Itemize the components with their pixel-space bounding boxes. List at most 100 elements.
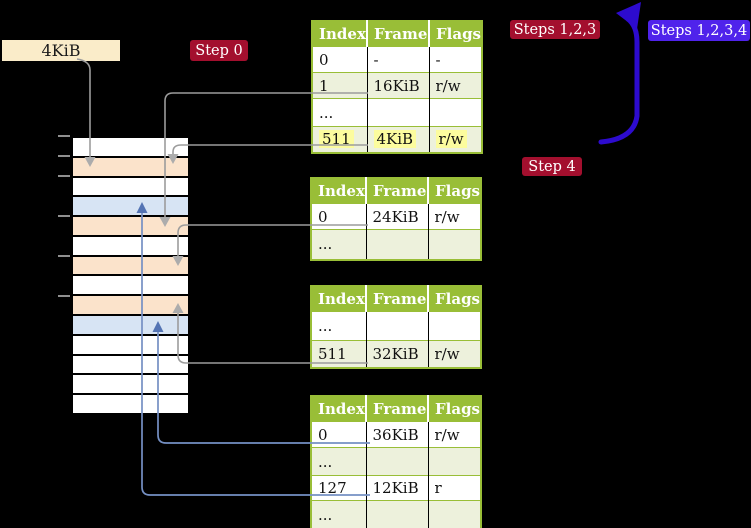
table-row: ... bbox=[312, 98, 482, 127]
highlighted-value: r/w bbox=[435, 130, 467, 149]
col-header-flags: Flags bbox=[427, 396, 481, 422]
table-row: 1 16KiB r/w bbox=[312, 72, 482, 99]
cell-index: 511 bbox=[311, 340, 366, 368]
col-header-index: Index bbox=[312, 21, 367, 47]
table-row: 0 24KiB r/w bbox=[311, 203, 481, 230]
cell-frame bbox=[365, 311, 428, 341]
table-row-highlighted: 511 4KiB r/w bbox=[312, 126, 482, 153]
col-header-index: Index bbox=[311, 396, 366, 422]
cell-flags: r/w bbox=[427, 340, 481, 368]
table-row: 0 36KiB r/w bbox=[311, 421, 481, 448]
cell-index: ... bbox=[311, 500, 366, 528]
table-row: ... bbox=[311, 447, 481, 476]
recursive-loop-arrow bbox=[598, 16, 640, 145]
cell-flags: - bbox=[428, 46, 482, 73]
cell-frame bbox=[365, 229, 428, 260]
cell-flags: r/w bbox=[427, 421, 481, 448]
memory-cell-3 bbox=[73, 195, 188, 216]
page-table-level4: Index Frame Flags 0 - - 1 16KiB r/w ... … bbox=[311, 20, 483, 154]
cell-index: 1 bbox=[312, 72, 367, 99]
col-header-flags: Flags bbox=[427, 286, 481, 312]
page-table-level1: Index Frame Flags 0 36KiB r/w ... 127 12… bbox=[310, 395, 482, 528]
cell-index: ... bbox=[311, 229, 366, 260]
highlighted-value: 511 bbox=[319, 130, 354, 149]
page-size-label: 4KiB bbox=[2, 40, 120, 61]
step0-badge: Step 0 bbox=[190, 40, 248, 61]
table-header-row: Index Frame Flags bbox=[311, 178, 481, 204]
col-header-index: Index bbox=[311, 178, 366, 204]
cell-frame bbox=[365, 447, 428, 476]
table-row: ... bbox=[311, 500, 481, 528]
table-header-row: Index Frame Flags bbox=[311, 286, 481, 312]
memory-cell-4 bbox=[73, 215, 188, 235]
cell-flags: r/w bbox=[428, 126, 482, 153]
cell-frame bbox=[366, 98, 429, 127]
steps123-badge: Steps 1,2,3 bbox=[510, 20, 600, 39]
memory-cell-12 bbox=[73, 373, 188, 394]
cell-index: 511 bbox=[312, 126, 367, 153]
cell-index: 127 bbox=[311, 475, 366, 501]
col-header-index: Index bbox=[311, 286, 366, 312]
cell-frame: 32KiB bbox=[365, 340, 428, 368]
cell-flags: r bbox=[427, 475, 481, 501]
cell-flags bbox=[428, 98, 482, 127]
col-header-frame: Frame bbox=[365, 396, 428, 422]
step0-text: Step 0 bbox=[195, 42, 243, 59]
address-tick bbox=[58, 215, 70, 217]
memory-cell-1 bbox=[73, 155, 188, 176]
page-table-level3: Index Frame Flags 0 24KiB r/w ... bbox=[310, 177, 482, 261]
table-row: 0 - - bbox=[312, 46, 482, 73]
cell-flags: r/w bbox=[428, 72, 482, 99]
cell-frame: 12KiB bbox=[365, 475, 428, 501]
memory-cell-5 bbox=[73, 234, 188, 255]
address-tick bbox=[58, 175, 70, 177]
table-header-row: Index Frame Flags bbox=[311, 396, 481, 422]
cell-frame: 4KiB bbox=[366, 126, 429, 153]
cell-frame: 36KiB bbox=[365, 421, 428, 448]
cell-frame: 24KiB bbox=[365, 203, 428, 230]
cell-index: 0 bbox=[311, 421, 366, 448]
highlighted-value: 4KiB bbox=[373, 130, 417, 149]
steps1234-text: Steps 1,2,3,4 bbox=[650, 22, 748, 39]
memory-cell-11 bbox=[73, 353, 188, 374]
cell-frame bbox=[365, 500, 428, 528]
memory-cell-6 bbox=[73, 254, 188, 275]
col-header-frame: Frame bbox=[366, 21, 429, 47]
address-tick bbox=[58, 135, 70, 137]
cell-frame: - bbox=[366, 46, 429, 73]
cell-flags bbox=[427, 311, 481, 341]
step4-badge: Step 4 bbox=[522, 157, 582, 176]
cell-index: ... bbox=[311, 311, 366, 341]
steps123-text: Steps 1,2,3 bbox=[513, 21, 597, 38]
col-header-flags: Flags bbox=[428, 21, 482, 47]
cell-flags bbox=[427, 229, 481, 260]
cell-flags: r/w bbox=[427, 203, 481, 230]
page-table-level2: Index Frame Flags ... 511 32KiB r/w bbox=[310, 285, 482, 369]
table-row: ... bbox=[311, 229, 481, 260]
table-row: ... bbox=[311, 311, 481, 341]
address-tick bbox=[58, 295, 70, 297]
memory-cell-0 bbox=[73, 138, 188, 156]
col-header-flags: Flags bbox=[427, 178, 481, 204]
memory-cell-2 bbox=[73, 175, 188, 196]
page-size-text: 4KiB bbox=[41, 41, 81, 60]
memory-cell-7 bbox=[73, 274, 188, 295]
step4-text: Step 4 bbox=[528, 158, 576, 175]
cell-index: ... bbox=[312, 98, 367, 127]
cell-frame: 16KiB bbox=[366, 72, 429, 99]
memory-cell-8 bbox=[73, 294, 188, 315]
memory-cell-10 bbox=[73, 333, 188, 354]
col-header-frame: Frame bbox=[365, 178, 428, 204]
table-row: 511 32KiB r/w bbox=[311, 340, 481, 368]
table-row: 127 12KiB r bbox=[311, 475, 481, 501]
table-header-row: Index Frame Flags bbox=[312, 21, 482, 47]
cell-flags bbox=[427, 447, 481, 476]
physical-memory-stack bbox=[71, 136, 190, 415]
cell-flags bbox=[427, 500, 481, 528]
arrowhead-left-icon bbox=[616, 2, 641, 29]
col-header-frame: Frame bbox=[365, 286, 428, 312]
cell-index: 0 bbox=[311, 203, 366, 230]
cell-index: ... bbox=[311, 447, 366, 476]
address-tick bbox=[58, 255, 70, 257]
